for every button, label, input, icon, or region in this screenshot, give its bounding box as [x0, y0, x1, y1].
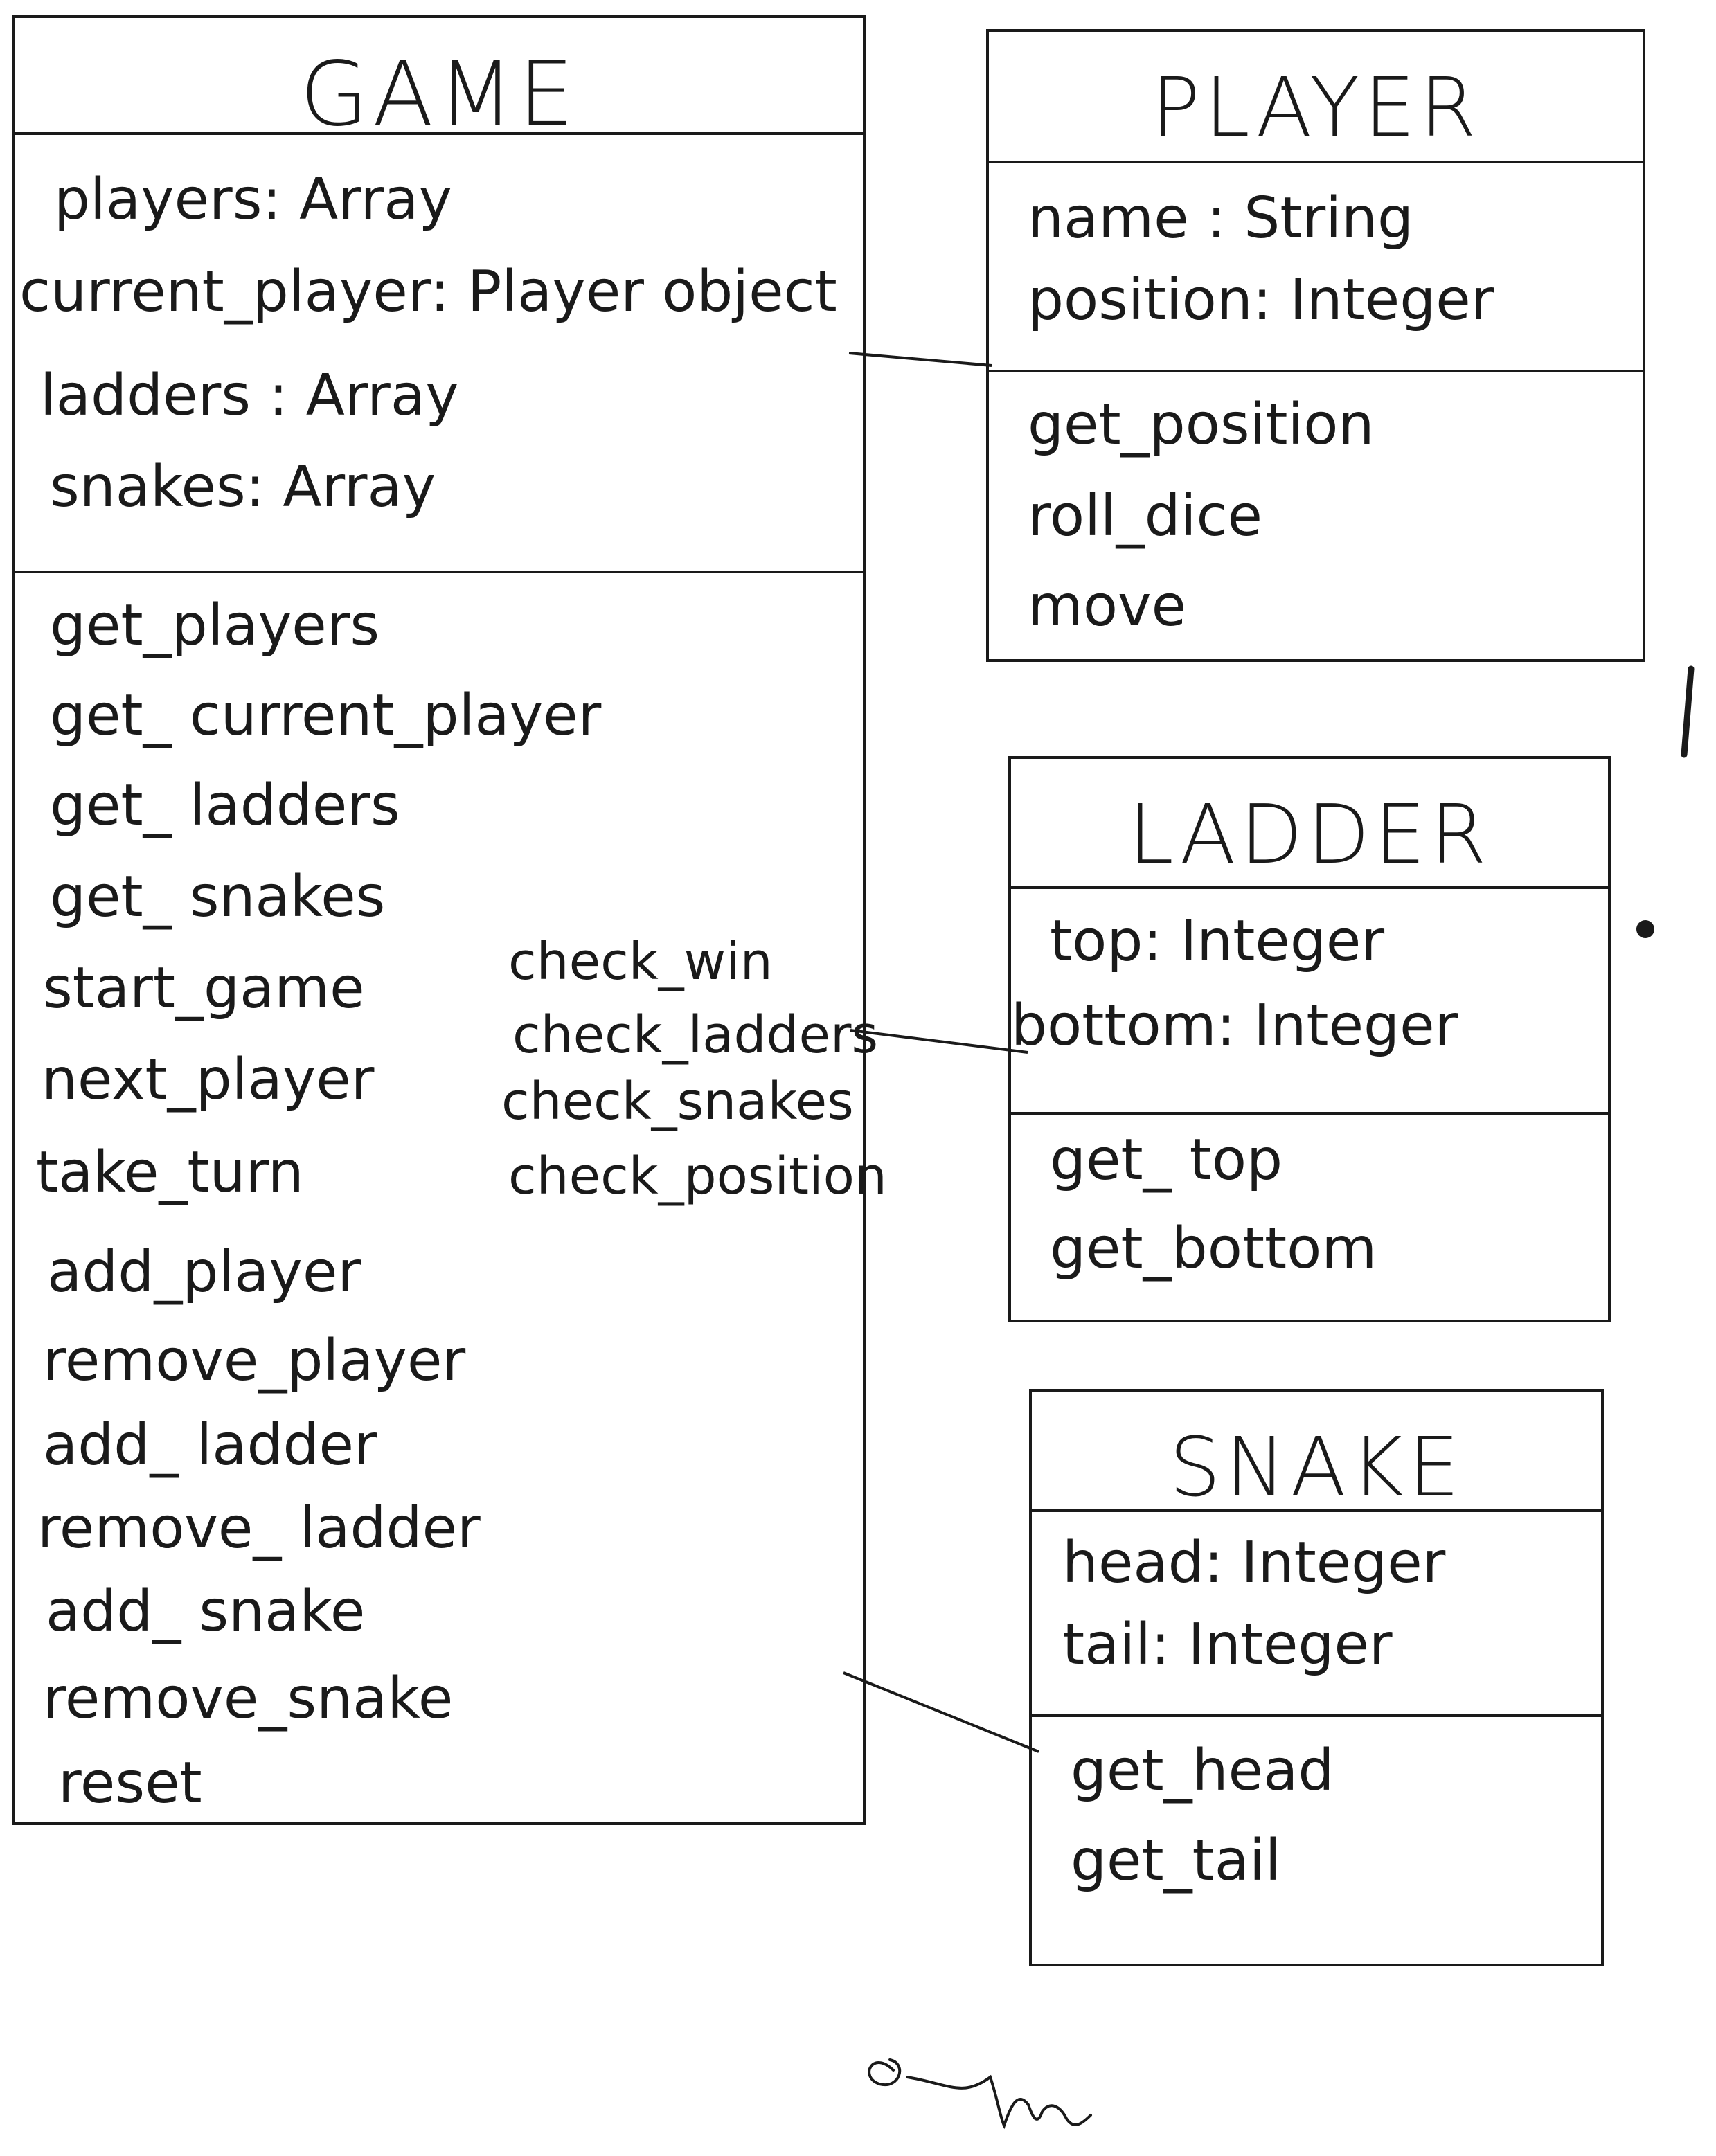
game-class-box: GAME players: Array current_player: Play… [12, 15, 887, 1825]
player-title-divider [989, 161, 1643, 163]
player-attribute: name : String [1028, 186, 1414, 251]
ladder-attributes-divider [1011, 1112, 1608, 1115]
game-snake-association [843, 1671, 1039, 1753]
game-method: add_ snake [46, 1579, 366, 1644]
ladder-attribute: top: Integer [1050, 908, 1385, 974]
pen-stroke-mark [1681, 665, 1695, 758]
game-method: get_players [50, 593, 380, 658]
snake-class-title: SNAKE [1169, 1419, 1464, 1515]
game-method: check_win [508, 932, 773, 991]
snake-class-box: SNAKE head: Integer tail: Integer get_he… [1029, 1389, 1604, 1966]
game-attribute: current_player: Player object [19, 259, 837, 325]
ink-dot-mark [1636, 920, 1654, 938]
game-class-title: GAME [299, 43, 579, 146]
game-method: check_snakes [501, 1072, 854, 1131]
game-attribute: snakes: Array [50, 454, 436, 520]
ladder-class-box: LADDER top: Integer bottom: Integer get_… [1008, 756, 1611, 1322]
game-title-divider [15, 132, 863, 135]
ladder-class-title: LADDER [1128, 787, 1491, 882]
player-class-box: PLAYER name : String position: Integer g… [986, 29, 1645, 662]
snake-attribute: head: Integer [1062, 1530, 1446, 1596]
player-attributes-divider [989, 370, 1643, 372]
game-method: remove_player [43, 1328, 466, 1394]
game-method: get_ current_player [50, 683, 602, 748]
ladder-attribute: bottom: Integer [1011, 993, 1458, 1059]
game-method: start_game [43, 955, 365, 1021]
snake-method: get_head [1071, 1738, 1334, 1804]
game-method: remove_ ladder [37, 1495, 481, 1561]
game-method: take_turn [36, 1140, 304, 1205]
game-attributes-divider [15, 571, 863, 573]
player-class-title: PLAYER [1151, 60, 1481, 155]
snake-method: get_tail [1071, 1828, 1281, 1894]
game-method: check_position [508, 1147, 887, 1206]
snake-attribute: tail: Integer [1062, 1612, 1393, 1678]
snake-attributes-divider [1032, 1714, 1601, 1717]
game-method: get_ snakes [50, 864, 386, 930]
game-attribute: players: Array [54, 167, 453, 233]
game-method: check_ladders [512, 1005, 879, 1065]
player-attribute: position: Integer [1028, 267, 1494, 333]
player-method: roll_dice [1028, 483, 1263, 549]
game-attribute: ladders : Array [40, 363, 459, 429]
player-method: move [1028, 573, 1187, 639]
game-method: add_player [47, 1239, 361, 1305]
snake-title-divider [1032, 1509, 1601, 1512]
ladder-method: get_ top [1050, 1127, 1283, 1193]
ladder-title-divider [1011, 886, 1608, 889]
game-method: add_ ladder [43, 1412, 377, 1478]
game-method: get_ ladders [50, 773, 400, 838]
signature-scribble [868, 2058, 1092, 2130]
game-method: reset [58, 1750, 202, 1816]
player-method: get_position [1028, 392, 1375, 458]
ladder-method: get_bottom [1050, 1216, 1377, 1282]
game-method: next_player [42, 1047, 375, 1113]
game-ladder-association [850, 1029, 1028, 1054]
game-player-association [848, 352, 992, 367]
game-method: remove_snake [43, 1666, 454, 1732]
